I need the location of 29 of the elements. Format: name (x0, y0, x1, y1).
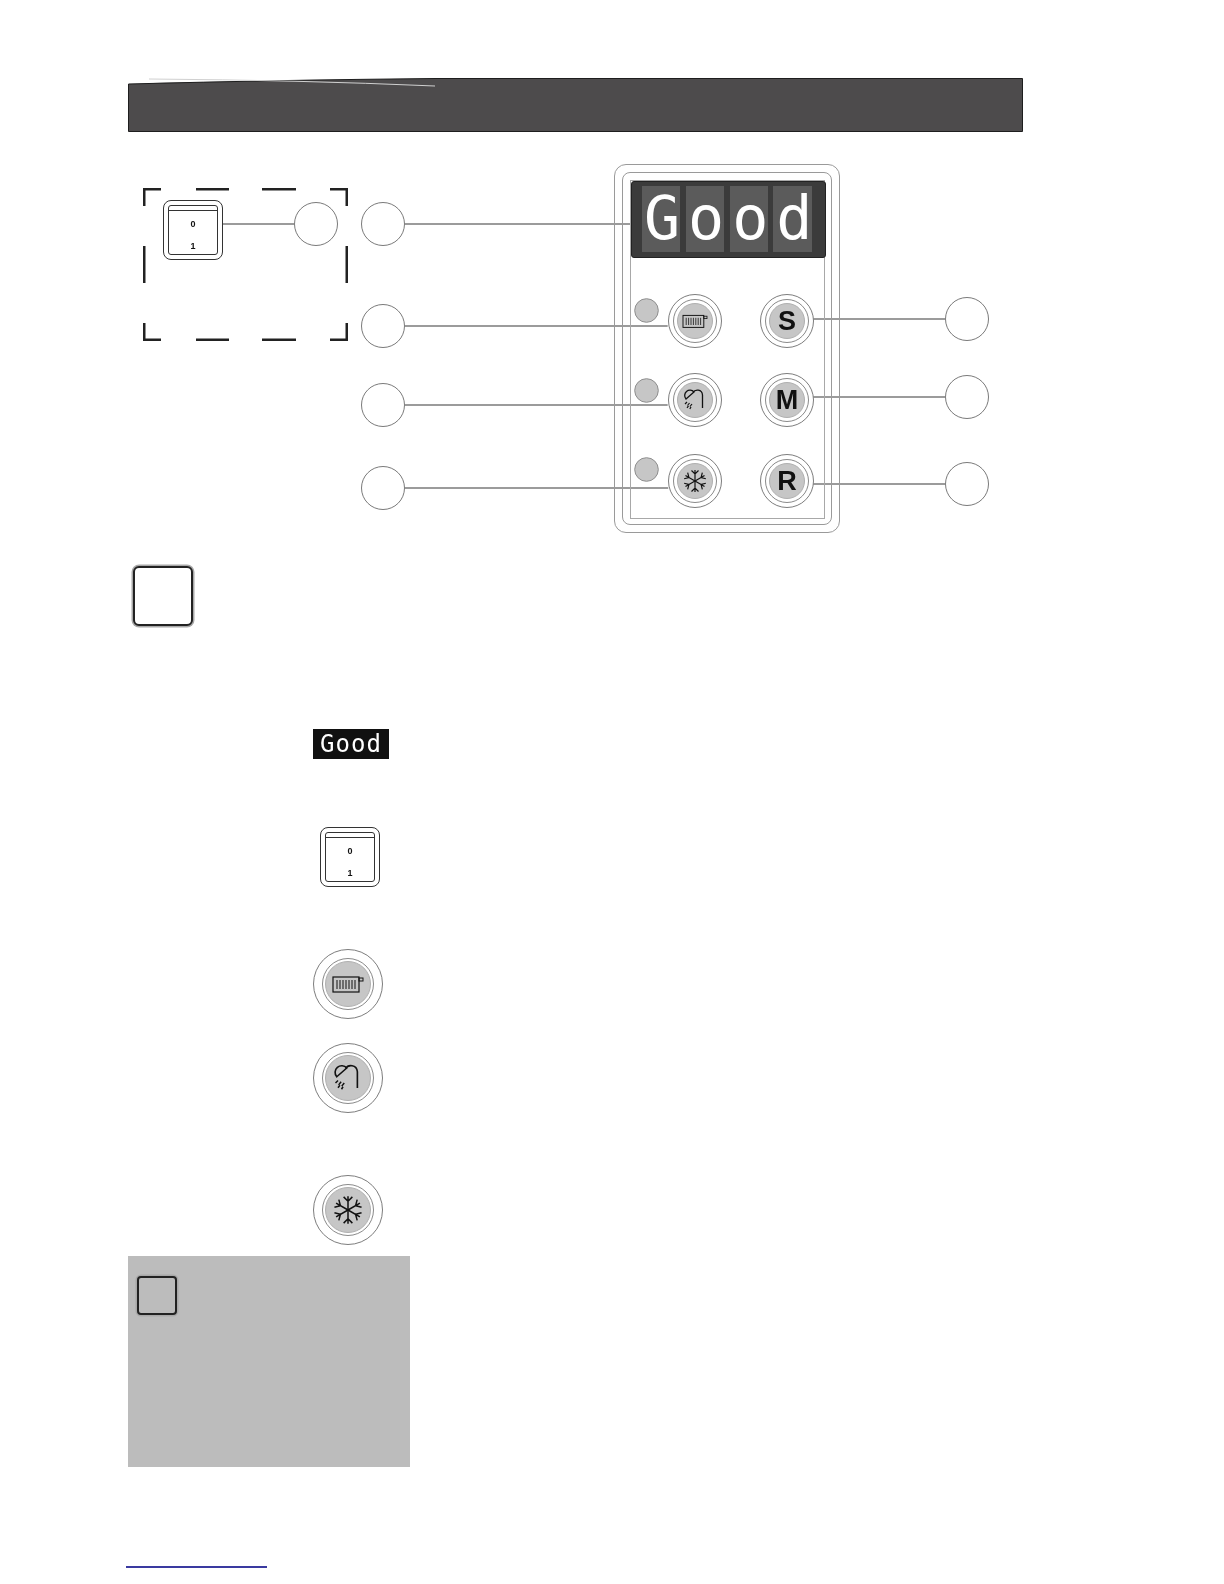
panel-button: R (760, 454, 814, 508)
leader-line (404, 487, 669, 489)
panel-button: M (760, 373, 814, 427)
note-panel (128, 1256, 410, 1467)
leader-line (812, 318, 946, 320)
leader-line (222, 223, 295, 225)
led-display (631, 181, 826, 258)
switch-position-label: 0 (347, 847, 353, 856)
panel-button (668, 454, 722, 508)
rocker-switch (163, 200, 223, 260)
leader-line (404, 404, 669, 406)
header-band (128, 78, 1023, 132)
display-readout: Good (320, 732, 382, 756)
square-frame (133, 566, 193, 626)
led-display (313, 729, 389, 759)
panel-button (668, 373, 722, 427)
control-panel (614, 164, 840, 533)
panel-button (668, 294, 722, 348)
panel-button: S (760, 294, 814, 348)
switch-position-label: 0 (190, 220, 196, 229)
leader-line (812, 483, 946, 485)
leader-line (404, 223, 631, 225)
rocker-switch (320, 827, 380, 887)
switch-position-label: 1 (190, 242, 196, 251)
switch-position-label: 1 (347, 869, 353, 878)
display-readout: Good (644, 188, 821, 248)
leader-line (812, 396, 946, 398)
leader-line (404, 325, 669, 327)
square-frame (137, 1276, 177, 1315)
